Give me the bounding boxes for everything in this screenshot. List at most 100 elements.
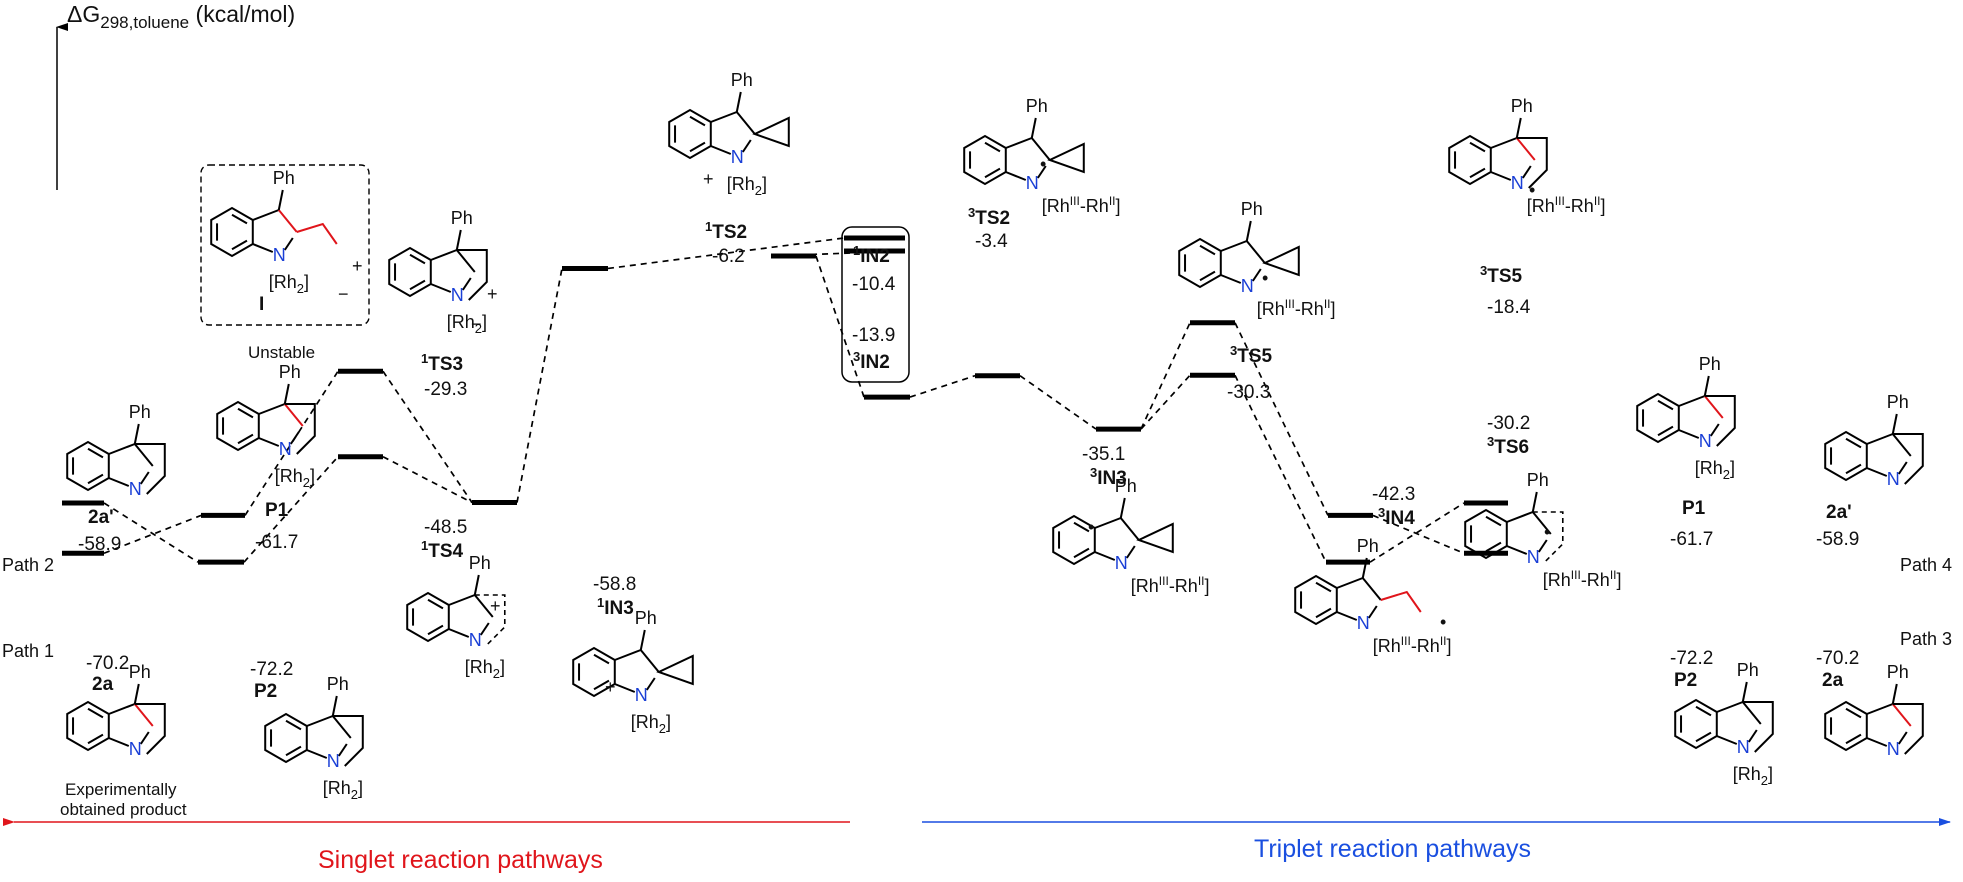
in2-box — [841, 226, 910, 383]
mol-3ts2: N Ph • [RhIII-RhII] — [963, 96, 1121, 216]
mol-3ts5-b-ph: Ph — [1511, 96, 1533, 116]
mol-2a-prime-right: NPh — [1824, 392, 1924, 489]
value-path1-2a: -70.2 — [86, 653, 129, 674]
intermediate-I-label: I — [259, 294, 264, 315]
label-2a-left: 2a — [92, 674, 114, 695]
mol-2a-prime-right-ph: Ph — [1887, 392, 1909, 412]
mol-3ts6-n: N — [1527, 547, 1540, 567]
mol-3in4-ph: Ph — [1357, 536, 1379, 556]
label-p1-right: P1 — [1682, 498, 1706, 519]
label-1in2: 1IN2 — [853, 243, 890, 267]
connector-p2-right-path4-2a-prime — [1369, 502, 1465, 563]
mol-2a-left-n: N — [129, 739, 142, 759]
mol-p2-right-n: N — [1737, 737, 1750, 757]
mol-2a-right-ph: Ph — [1887, 662, 1909, 682]
connector-1ts4-1in3 — [382, 455, 473, 504]
mol-1ts4: NPh+[Rh2] — [406, 553, 506, 681]
label-2a-prime-right: 2a' — [1826, 502, 1852, 523]
connector-p1-right-path3-2a — [1372, 514, 1465, 555]
value-p2-right: -72.2 — [1670, 648, 1713, 669]
value-1ts4: -48.5 — [424, 517, 467, 538]
value-path4-2a-prime: -58.9 — [1816, 529, 1859, 550]
label-p2-right: P2 — [1674, 670, 1697, 691]
mol-p1-right: N Ph [Rh2] — [1636, 354, 1736, 482]
mol-3ts6-ph: Ph — [1527, 470, 1549, 490]
connector-1in3-1ts2 — [516, 268, 563, 503]
mol-1in3-n: N — [635, 685, 648, 705]
connector-1ts3-1in3 — [382, 370, 473, 504]
mol-1ts2-rh: [Rh2] — [727, 174, 767, 198]
mol-1ts4-plus: + — [490, 596, 501, 616]
mol-1ts3-minus: − — [471, 314, 482, 334]
mol-3ts5-b-rh: [RhIII-RhII] — [1527, 194, 1606, 216]
mol-2a-right-n: N — [1887, 739, 1900, 759]
mol-3ts5-a-n: N — [1241, 276, 1254, 296]
mol-2a-prime-left-n: N — [129, 479, 142, 499]
connector-3ts2-3in3 — [815, 255, 865, 398]
experimental-label-line2: obtained product — [60, 800, 187, 819]
mol-3ts5-a-ph: Ph — [1241, 199, 1263, 219]
label-2a-right: 2a — [1822, 670, 1844, 691]
mol-1ts4-ph: Ph — [469, 553, 491, 573]
label-p1-left: P1 — [265, 500, 289, 521]
value-3ts2: -3.4 — [975, 231, 1008, 252]
triplet-label: Triplet reaction pathways — [1254, 835, 1531, 863]
value-3in2: -13.9 — [852, 325, 895, 346]
mol-p1-right-rh: [Rh2] — [1695, 458, 1735, 482]
value-1ts3: -29.3 — [424, 379, 467, 400]
mol-2a-left: NPh — [66, 662, 166, 759]
connector-p2-left-1ts4 — [243, 456, 339, 563]
mol-3ts6-radical: • — [1544, 522, 1550, 542]
path4-label: Path 4 — [1900, 555, 1952, 575]
mol-3in3-ph: Ph — [1115, 476, 1137, 496]
value-3in4: -42.3 — [1372, 484, 1415, 505]
molecule-structures: NPh+−[Rh2]NPh+−[Rh2]NPh[Rh2]NPhNPhNPh[Rh… — [66, 70, 1924, 802]
label-1in3: 1IN3 — [597, 595, 634, 619]
value-1ts2: -6.2 — [712, 246, 745, 267]
mol-3ts2-n: N — [1026, 173, 1039, 193]
value-3ts5-a: -30.3 — [1227, 382, 1270, 403]
mol-p2-right-ph: Ph — [1737, 660, 1759, 680]
mol-3ts2-radical: • — [1040, 154, 1046, 174]
mol-p1-left-ph: Ph — [279, 362, 301, 382]
mol-1in3-plus: + — [605, 677, 616, 697]
mol-p1-right-n: N — [1699, 431, 1712, 451]
mol-3in4-n: N — [1357, 613, 1370, 633]
value-3ts5-b: -18.4 — [1487, 297, 1531, 318]
mol-3ts6-rh: [RhIII-RhII] — [1543, 568, 1622, 590]
mol-1in3-ph: Ph — [635, 608, 657, 628]
value-3in3: -35.1 — [1082, 444, 1125, 465]
mol-1ts2-n: N — [731, 147, 744, 167]
value-1in2: -10.4 — [852, 274, 896, 295]
mol-3ts2-ph: Ph — [1026, 96, 1048, 116]
mol-3in3: NPh•[RhIII-RhII] — [1052, 476, 1210, 596]
mol-p2-left-ph: Ph — [327, 674, 349, 694]
mol-p1-right-ph: Ph — [1699, 354, 1721, 374]
connector-3ts6-p2-right — [1234, 374, 1327, 563]
mol-3ts5-a-radical: • — [1262, 268, 1268, 288]
singlet-label: Singlet reaction pathways — [318, 846, 603, 874]
mol-2a-prime-left-ph: Ph — [129, 402, 151, 422]
connector-3in2-3ts2 — [770, 250, 906, 257]
value-p1-left: -61.7 — [255, 532, 298, 553]
mol-1ts2-ph: Ph — [731, 70, 753, 90]
value-path2-2a-prime: -58.9 — [78, 534, 121, 555]
path1-label: Path 1 — [2, 641, 54, 661]
connector-1ts2-1in2 — [607, 237, 845, 270]
mol-1ts3: NPh+−[Rh2] — [388, 208, 498, 336]
label-3ts5-b: 3TS5 — [1480, 263, 1523, 287]
mol-I-minus: − — [338, 284, 349, 304]
connector-3in4-3ts5-b — [1140, 322, 1191, 430]
label-1ts2: 1TS2 — [705, 219, 747, 243]
value-path3-2a: -70.2 — [1816, 648, 1859, 669]
unstable-label: Unstable — [248, 343, 315, 362]
mol-p2-right: NPh[Rh2] — [1674, 660, 1774, 788]
mol-3ts2-rh: [RhIII-RhII] — [1042, 194, 1121, 216]
label-1ts3: 1TS3 — [421, 351, 463, 375]
mol-1in3: NPh+[Rh2] — [572, 608, 694, 736]
mol-1ts2-plus: + — [703, 169, 714, 189]
mol-p1-left: NPh[Rh2] — [216, 362, 316, 490]
mol-p1-left-n: N — [279, 439, 292, 459]
